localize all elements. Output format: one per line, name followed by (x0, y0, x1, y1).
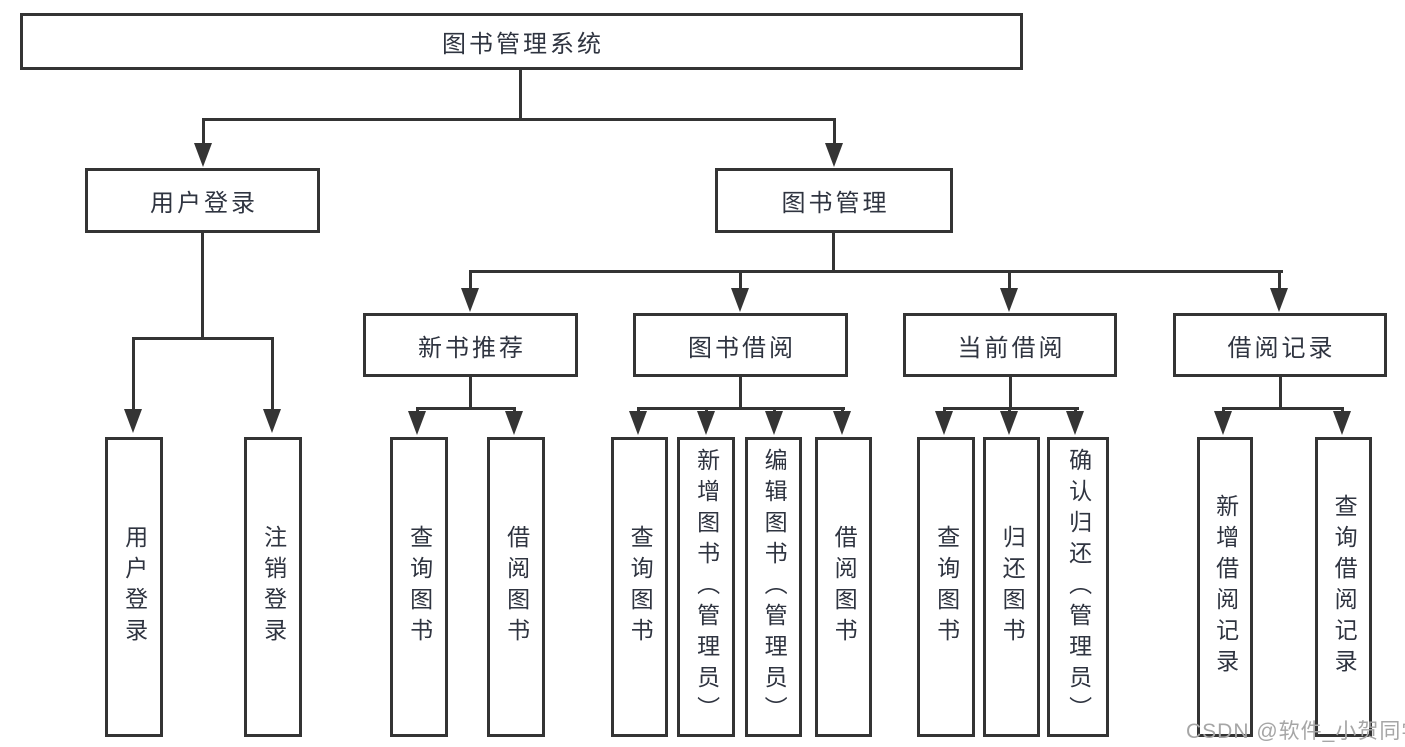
connector-segment (943, 407, 1079, 410)
arrow-down-icon (833, 411, 851, 435)
node-label: 用户登录 (150, 190, 258, 217)
node-label: 查询图书 (627, 525, 654, 649)
node-label: 当前借阅 (957, 334, 1066, 362)
arrow-down-icon (1000, 288, 1018, 312)
connector-segment (1222, 407, 1225, 414)
connector-segment (1279, 377, 1282, 407)
arrow-down-icon (1214, 411, 1232, 435)
connector-segment (132, 337, 135, 412)
arrow-down-icon (408, 411, 426, 435)
node-book-management: 图书管理 (715, 168, 953, 233)
arrow-down-icon (697, 411, 715, 435)
arrow-down-icon (1000, 411, 1018, 435)
node-borrow-books-borrow: 借阅图书 (815, 437, 872, 737)
connector-segment (519, 70, 522, 118)
connector-segment (202, 118, 836, 121)
node-label: 借阅图书 (503, 525, 530, 649)
arrow-down-icon (629, 411, 647, 435)
node-login: 用户登录 (105, 437, 163, 737)
node-root: 图书管理系统 (20, 13, 1023, 70)
node-new-book-recommendation: 新书推荐 (363, 313, 578, 377)
connector-segment (1341, 407, 1344, 414)
arrow-down-icon (1066, 411, 1084, 435)
node-query-borrow-record: 查询借阅记录 (1315, 437, 1372, 737)
node-borrowing-records: 借阅记录 (1173, 313, 1387, 377)
node-label: 图书管理 (781, 190, 890, 217)
arrow-down-icon (505, 411, 523, 435)
node-label: 编辑图书（管理员） (761, 447, 788, 727)
node-label: 新书推荐 (418, 334, 526, 362)
connector-segment (832, 233, 835, 270)
connector-segment (1278, 270, 1281, 290)
connector-segment (469, 270, 1283, 273)
node-label: 确认归还（管理员） (1065, 447, 1092, 727)
node-edit-book-admin: 编辑图书（管理员） (745, 437, 802, 737)
arrow-down-icon (124, 409, 142, 433)
connector-segment (739, 377, 742, 407)
connector-segment (469, 377, 472, 407)
connector-segment (705, 407, 708, 414)
connector-segment (202, 118, 205, 146)
node-confirm-return-admin: 确认归还（管理员） (1047, 437, 1109, 737)
connector-segment (833, 118, 836, 146)
connector-segment (416, 407, 419, 414)
connector-segment (1009, 377, 1012, 407)
arrow-down-icon (263, 409, 281, 433)
connector-segment (513, 407, 516, 414)
node-book-borrowing: 图书借阅 (633, 313, 848, 377)
node-logout: 注销登录 (244, 437, 302, 737)
node-label: 注销登录 (260, 525, 287, 649)
connector-segment (201, 233, 204, 337)
node-label: 查询借阅记录 (1331, 494, 1358, 680)
node-add-book-admin: 新增图书（管理员） (677, 437, 735, 737)
node-label: 新增图书（管理员） (693, 447, 720, 727)
csdn-watermark: CSDN @软件_小贺同学 (1186, 720, 1405, 743)
node-label: 查询图书 (406, 525, 433, 649)
connector-segment (1008, 407, 1011, 414)
connector-segment (1074, 407, 1077, 414)
connector-segment (841, 407, 844, 414)
arrow-down-icon (935, 411, 953, 435)
connector-segment (773, 407, 776, 414)
node-label: 借阅图书 (831, 525, 858, 649)
connector-segment (739, 270, 742, 290)
node-add-borrow-record: 新增借阅记录 (1197, 437, 1253, 737)
connector-segment (271, 337, 274, 412)
node-label: 新增借阅记录 (1212, 494, 1239, 680)
node-label: 查询图书 (933, 525, 960, 649)
arrow-down-icon (461, 288, 479, 312)
arrow-down-icon (1333, 411, 1351, 435)
connector-segment (1222, 407, 1344, 410)
connector-segment (637, 407, 845, 410)
connector-segment (469, 270, 472, 290)
node-label: 图书管理系统 (442, 31, 604, 58)
connector-segment (637, 407, 640, 414)
arrow-down-icon (1270, 288, 1288, 312)
node-return-books: 归还图书 (983, 437, 1040, 737)
connector-segment (132, 337, 274, 340)
node-label: 图书借阅 (688, 334, 796, 362)
arrow-down-icon (825, 143, 843, 167)
node-borrow-books-newbook: 借阅图书 (487, 437, 545, 737)
connector-segment (416, 407, 516, 410)
node-query-books-newbook: 查询图书 (390, 437, 448, 737)
arrow-down-icon (194, 143, 212, 167)
node-query-books-current: 查询图书 (917, 437, 975, 737)
node-user-login: 用户登录 (85, 168, 320, 233)
arrow-down-icon (731, 288, 749, 312)
node-label: 归还图书 (999, 525, 1026, 649)
node-query-books-borrow: 查询图书 (611, 437, 668, 737)
connector-segment (1008, 270, 1011, 290)
connector-segment (943, 407, 946, 414)
node-label: 用户登录 (121, 525, 148, 649)
arrow-down-icon (765, 411, 783, 435)
node-label: 借阅记录 (1227, 334, 1336, 362)
node-current-borrowing: 当前借阅 (903, 313, 1117, 377)
